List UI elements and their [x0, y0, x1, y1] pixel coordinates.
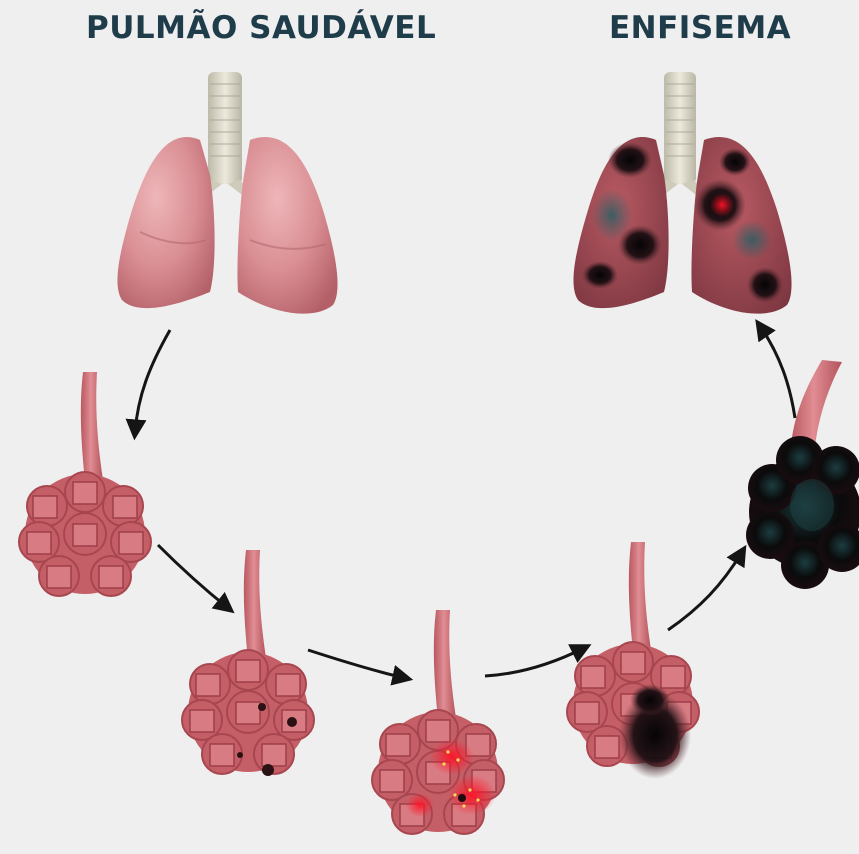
alveoli-early-damage [182, 550, 314, 776]
alveoli-inflammation [372, 610, 504, 834]
alveoli-healthy [19, 372, 151, 596]
healthy-lungs-icon [117, 72, 337, 314]
alveoli-cluster-icon [182, 550, 314, 774]
alveoli-destroyed [746, 360, 859, 589]
alveoli-cluster-icon [19, 372, 151, 596]
arrow-3 [308, 650, 405, 678]
arrow-4 [485, 648, 584, 676]
emphysema-lungs-icon [573, 72, 791, 314]
alveoli-partial-destruction [567, 542, 699, 779]
arrow-5 [668, 552, 742, 630]
arrow-6 [760, 326, 795, 418]
arrow-1 [135, 330, 170, 432]
progression-arrows [135, 326, 795, 678]
arrow-2 [158, 545, 228, 608]
